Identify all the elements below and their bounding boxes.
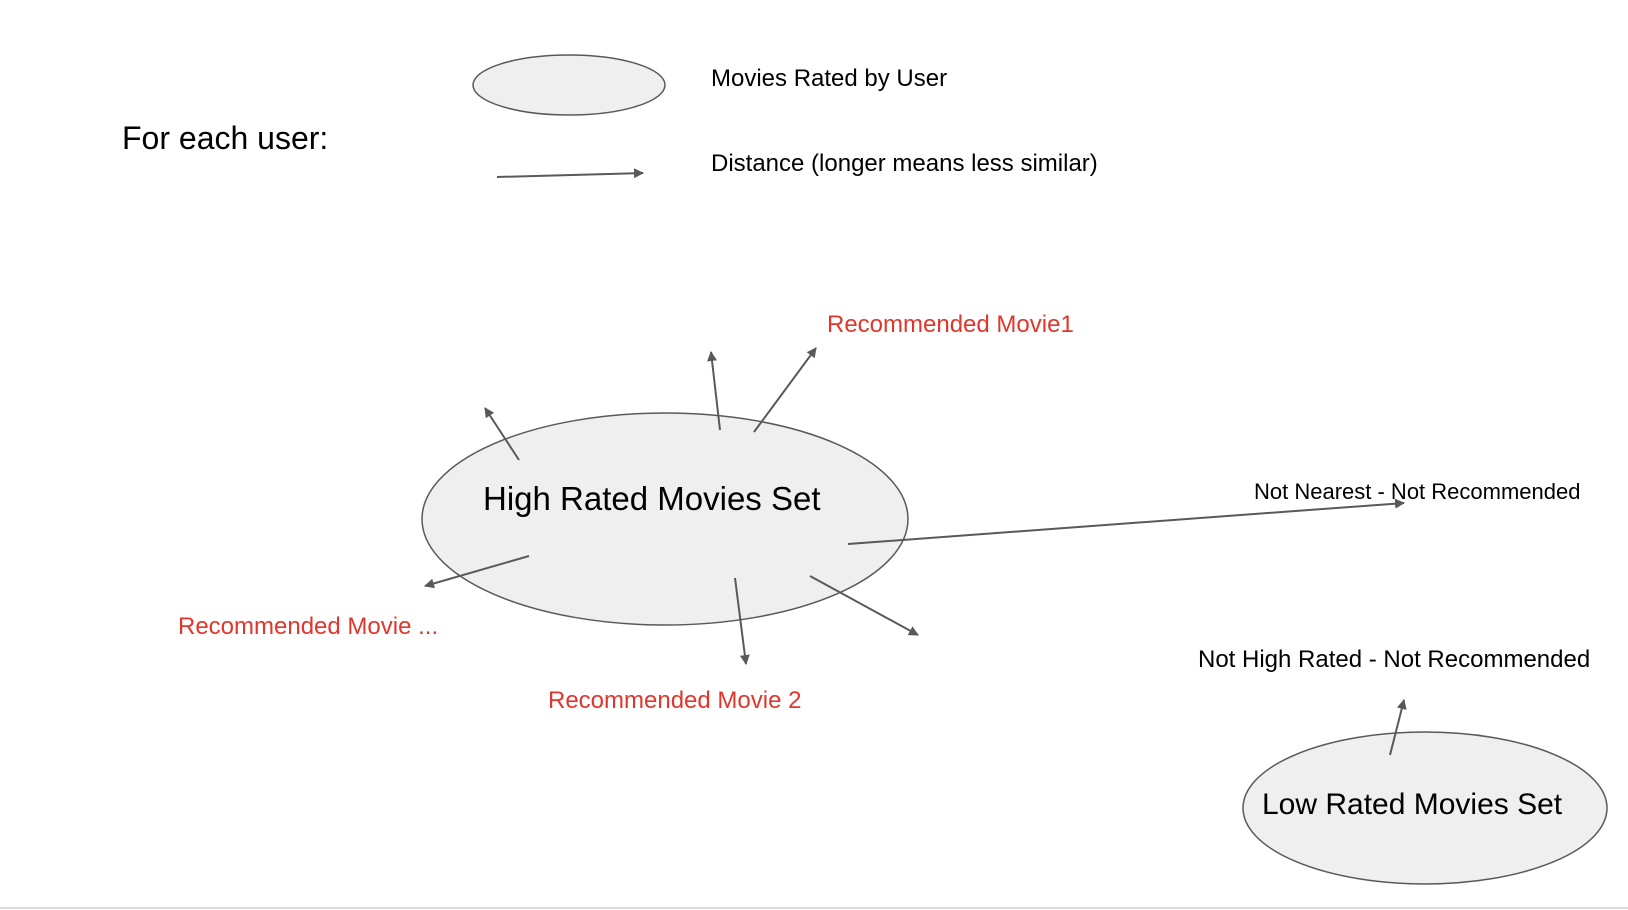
legend-set-ellipse <box>472 54 666 116</box>
arrow-to-recommended-movie-more <box>424 555 530 589</box>
arrow-to-upper-left <box>484 407 520 461</box>
arrow-to-top <box>707 351 721 431</box>
low-rated-set-ellipse <box>1242 731 1608 885</box>
arrow-to-recommended-movie2 <box>734 577 750 665</box>
high-rated-set-ellipse <box>421 412 909 626</box>
legend-distance-arrow <box>496 168 644 179</box>
not-nearest-label: Not Nearest - Not Recommended <box>1254 479 1581 504</box>
arrow-to-lower-right <box>809 575 919 636</box>
legend-set-label: Movies Rated by User <box>711 65 948 92</box>
recommended-movie-more-label: Recommended Movie ... <box>178 613 439 640</box>
bottom-divider <box>0 907 1628 909</box>
high-rated-set-label: High Rated Movies Set <box>483 480 821 517</box>
recommended-movie1-label: Recommended Movie1 <box>827 311 1074 338</box>
arrow-to-not-high-rated <box>1389 699 1407 756</box>
low-rated-set-label: Low Rated Movies Set <box>1262 788 1563 821</box>
recommended-movie2-label: Recommended Movie 2 <box>548 687 802 714</box>
not-high-rated-label: Not High Rated - Not Recommended <box>1198 646 1591 673</box>
arrow-to-not-nearest <box>847 498 1405 545</box>
arrow-to-recommended-movie1 <box>753 347 817 433</box>
heading: For each user: <box>122 120 329 156</box>
legend-distance-label: Distance (longer means less similar) <box>711 150 1098 177</box>
